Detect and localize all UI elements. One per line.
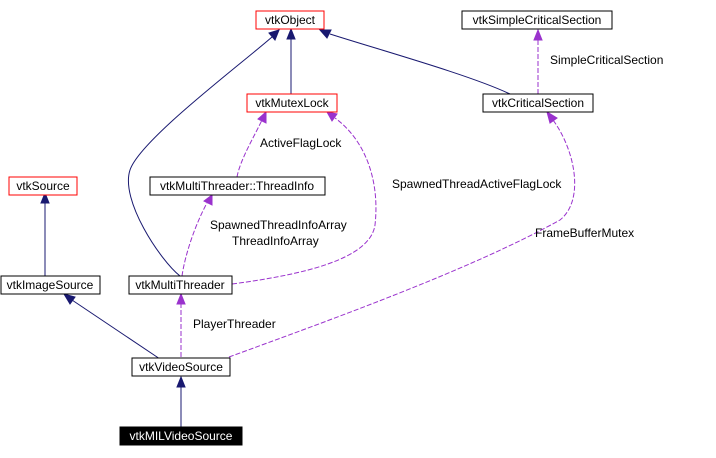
node-vtksource[interactable]: vtkSource [8,176,78,196]
node-vtkmutexlock-label: vtkMutexLock [255,96,329,110]
edge-activeflaglock-usage [236,119,263,178]
edge-multithreader-to-object [128,36,273,277]
node-threadinfo[interactable]: vtkMultiThreader::ThreadInfo [149,176,326,196]
node-vtkobject-box[interactable] [255,10,325,30]
node-vtkmilvideosource[interactable]: vtkMILVideoSource [119,426,243,446]
arrowhead-spawnedthreadactiveflaglock [326,111,338,122]
node-vtkmutexlock-box[interactable] [246,93,338,113]
label-playerthreader: PlayerThreader [193,317,276,331]
node-vtkvideosource[interactable]: vtkVideoSource [131,357,231,377]
arrowhead-videosource-from-milvideosource [176,375,186,388]
node-vtkvideosource-box[interactable] [131,357,231,377]
node-vtkmultithreader-label: vtkMultiThreader [135,278,224,292]
node-vtksimplecriticalsection-box[interactable] [461,10,613,30]
label-spawnedthreadactiveflaglock: SpawnedThreadActiveFlagLock [392,177,562,191]
usage-edges [176,28,576,358]
node-vtksimplecriticalsection[interactable]: vtkSimpleCriticalSection [461,10,613,30]
node-vtkmultithreader-box[interactable] [128,275,233,295]
node-vtkimagesource[interactable]: vtkImageSource [0,275,101,295]
node-threadinfo-label: vtkMultiThreader::ThreadInfo [160,179,314,193]
arrowhead-framebuffermutex [546,110,558,124]
node-vtkobject[interactable]: vtkObject [255,10,325,30]
edge-videosource-to-imagesource [71,299,161,360]
edge-labels: SimpleCriticalSection ActiveFlagLock Spa… [193,53,663,331]
node-vtkimagesource-box[interactable] [0,275,101,295]
label-activeflaglock: ActiveFlagLock [260,136,342,150]
node-threadinfo-box[interactable] [149,176,326,196]
arrowhead-source-from-imagesource [40,191,50,204]
label-simplecriticalsection: SimpleCriticalSection [550,53,663,67]
node-vtkcriticalsection[interactable]: vtkCriticalSection [482,93,594,113]
node-vtkmilvideosource-box[interactable] [119,426,243,446]
node-vtksimplecriticalsection-label: vtkSimpleCriticalSection [473,13,602,27]
node-vtkvideosource-label: vtkVideoSource [139,360,223,374]
arrowhead-imagesource-from-videosource [62,293,76,305]
label-framebuffermutex: FrameBufferMutex [535,226,634,240]
arrowhead-playerthreader [176,292,186,305]
arrowhead-object-from-multithreader [268,29,280,41]
arrowhead-simplecriticalsection [533,28,543,41]
node-vtkmutexlock[interactable]: vtkMutexLock [246,93,338,113]
inheritance-edges [40,27,511,427]
edge-threadinfoarray-usage [181,202,208,277]
label-threadinfoarray: ThreadInfoArray [232,234,319,248]
arrowhead-activeflaglock [257,110,267,124]
node-vtksource-box[interactable] [8,176,78,196]
edge-framebuffermutex-usage [228,119,576,358]
arrowhead-object-from-mutexlock [286,27,296,40]
node-vtksource-label: vtkSource [16,179,70,193]
node-vtkmilvideosource-label: vtkMILVideoSource [130,429,233,443]
node-vtkobject-label: vtkObject [265,13,316,27]
arrowhead-threadinfoarray [203,194,213,206]
node-vtkcriticalsection-label: vtkCriticalSection [492,96,584,110]
node-vtkmultithreader[interactable]: vtkMultiThreader [128,275,233,295]
arrowhead-object-from-criticalsection [318,29,332,39]
node-vtkcriticalsection-box[interactable] [482,93,594,113]
label-spawnedthreadinfoarray: SpawnedThreadInfoArray [210,218,347,232]
edge-spawnedthreadactiveflaglock-usage [231,117,377,285]
edge-criticalsection-to-object [329,33,511,95]
node-vtkimagesource-label: vtkImageSource [7,278,94,292]
